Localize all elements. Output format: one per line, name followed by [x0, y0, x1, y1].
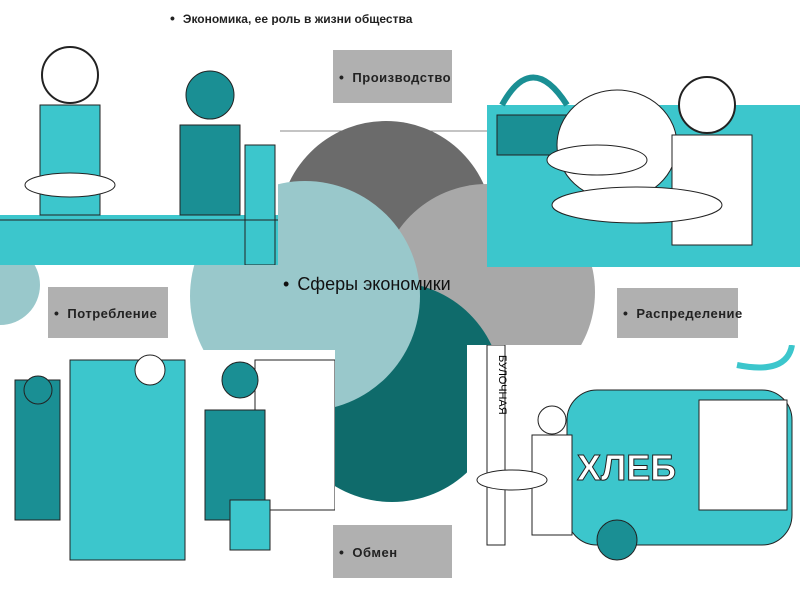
bakery-sign: БУЛОЧНАЯ — [496, 355, 508, 415]
sphere-production-box: Производство — [333, 50, 452, 103]
sphere-exchange-box: Обмен — [333, 525, 452, 578]
sphere-label: Потребление — [54, 305, 157, 321]
sphere-label: Производство — [339, 69, 451, 85]
center-label: Сферы экономики — [283, 274, 450, 295]
truck-open-door — [698, 399, 788, 511]
sphere-label: Распределение — [623, 305, 743, 321]
slide-title: Экономика, ее роль в жизни общества — [170, 10, 412, 26]
illustration-family-eating — [0, 25, 278, 265]
illustration-shop-exchange — [0, 350, 335, 590]
truck-sign: ХЛЕБ — [577, 447, 676, 488]
sphere-distribution-box: Распределение — [617, 288, 742, 338]
sphere-consumption-box: Потребление — [48, 287, 168, 338]
illustration-baker-production — [487, 55, 800, 267]
sphere-label: Обмен — [339, 544, 398, 560]
illustration-bread-truck-distribution: БУЛОЧНАЯ ХЛЕБ — [467, 345, 800, 570]
partial-circle-left — [0, 245, 40, 325]
